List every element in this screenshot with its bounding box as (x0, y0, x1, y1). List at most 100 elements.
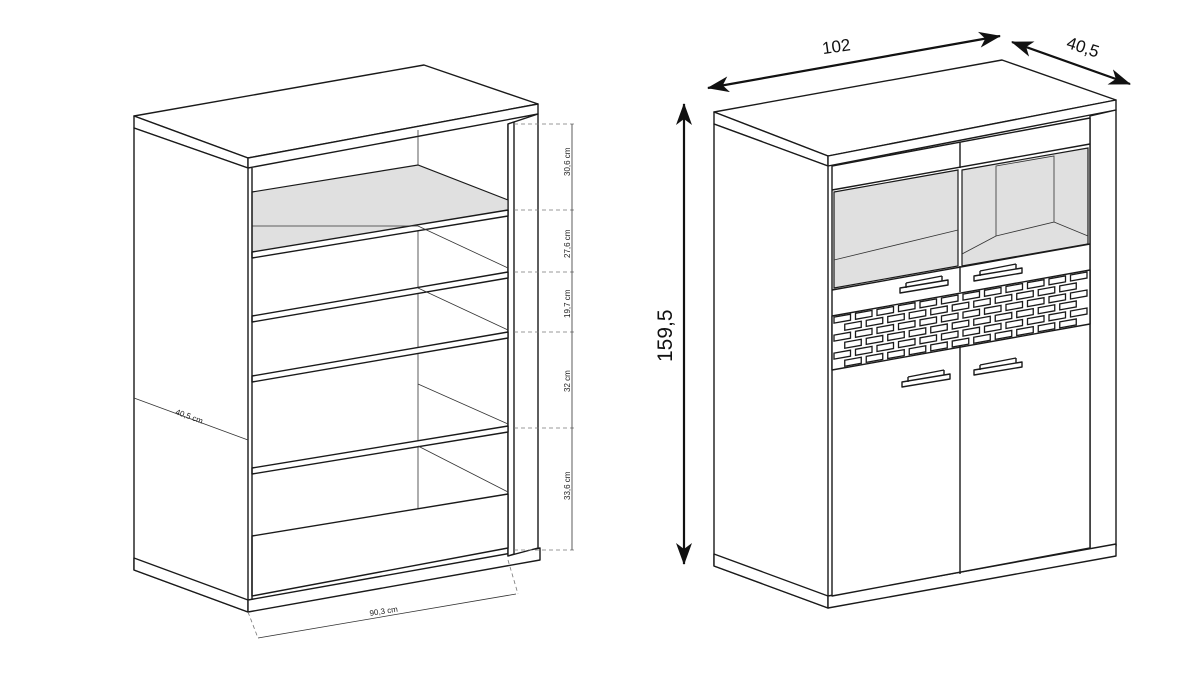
tile (887, 312, 905, 324)
tile (897, 337, 916, 349)
tile (919, 316, 938, 327)
door-handle-right[interactable] (973, 357, 1023, 376)
tile (951, 319, 970, 330)
depth-dimension-line (133, 397, 249, 441)
tile (919, 298, 938, 309)
shelf-diag-2 (417, 287, 509, 331)
tile (994, 329, 1013, 341)
tile (844, 338, 862, 350)
tile (833, 313, 852, 324)
tile (1059, 318, 1077, 329)
shelf-diag-4 (417, 445, 509, 493)
cabinet2-left-side (713, 123, 829, 609)
tile (844, 320, 862, 332)
tile (854, 309, 873, 321)
tile (833, 331, 852, 342)
tile (908, 345, 927, 356)
tile (940, 330, 959, 341)
cabinet-plinth-front (247, 547, 541, 613)
depth-arrow (1011, 40, 1131, 86)
shelf-dimension-lines (514, 123, 574, 551)
width-arrow (707, 31, 1001, 93)
glass-left-shelf-line (833, 229, 959, 261)
tile (1005, 300, 1024, 312)
tile (876, 323, 895, 335)
tile (1069, 307, 1088, 318)
glass-right-persp-2 (1053, 221, 1089, 237)
tile (854, 327, 873, 339)
tile (833, 349, 852, 360)
shelf-height-label-2: 27,6 cm (563, 229, 572, 258)
shelf-height-label-1: 30,6 cm (563, 147, 572, 176)
tile (908, 309, 927, 320)
tile (962, 326, 981, 337)
tile (940, 294, 959, 305)
shelves (251, 209, 509, 597)
tile (930, 305, 948, 316)
tile (919, 334, 938, 345)
width-ext-right (507, 559, 519, 595)
tile (1059, 300, 1077, 311)
tile (1069, 289, 1088, 300)
tile (865, 316, 884, 328)
tile (908, 327, 927, 338)
tile (994, 311, 1013, 323)
tile (1048, 275, 1067, 286)
tile (983, 286, 1002, 298)
door-handle-left[interactable] (901, 369, 951, 388)
tile (865, 352, 884, 364)
tile (930, 323, 948, 334)
tile (951, 301, 970, 312)
shelf-diag-1 (417, 225, 509, 269)
tile (897, 319, 916, 331)
tile (973, 333, 991, 345)
shelf-height-label-4: 32 cm (563, 370, 572, 392)
depth-label-right: 40,5 (1064, 33, 1101, 61)
tile (887, 348, 905, 360)
tile (1026, 314, 1045, 326)
tile (1048, 293, 1067, 304)
tile (1037, 322, 1056, 333)
top-rail-bottom (831, 143, 1091, 191)
tile (1005, 282, 1024, 294)
drawer-handle-right[interactable] (973, 263, 1023, 282)
tile (1037, 286, 1056, 297)
tile (1037, 304, 1056, 315)
tile (994, 293, 1013, 305)
glass-back-panel (251, 164, 509, 257)
tile (1069, 271, 1088, 282)
width-label: 90,3 cm (369, 605, 399, 618)
drawer-top-line (831, 243, 1091, 291)
shelf-height-label-5: 33,6 cm (563, 471, 572, 500)
tile (962, 308, 981, 319)
closed-cabinet-drawing: 102 40,5 159,5 (654, 31, 1131, 609)
cabinet-left-side (133, 127, 249, 613)
tile (897, 301, 916, 313)
tile (940, 312, 959, 323)
drawer-handle-left[interactable] (899, 275, 949, 294)
tile (876, 341, 895, 353)
tile (983, 322, 1002, 334)
shelf-height-label-3: 19,7 cm (563, 289, 572, 318)
height-label-right: 159,5 (654, 309, 677, 362)
tile (973, 315, 991, 327)
tile (1026, 278, 1045, 290)
width-label-right: 102 (821, 35, 852, 58)
glass-right-persp-1 (961, 235, 997, 255)
cabinet2-right-edge (1089, 109, 1117, 551)
tile (887, 330, 905, 342)
cabinet-right-side-inner (507, 121, 515, 557)
decorative-tile-band (831, 269, 1091, 371)
tile (1059, 282, 1077, 293)
tile (1048, 311, 1067, 322)
tile (1005, 318, 1024, 330)
shelf-3 (251, 331, 509, 383)
tile (962, 290, 981, 301)
tile (844, 356, 862, 368)
width-dimension-line (257, 593, 517, 639)
tile (1016, 307, 1034, 319)
tile (865, 334, 884, 346)
tile (1026, 296, 1045, 308)
width-ext-left (247, 611, 259, 639)
